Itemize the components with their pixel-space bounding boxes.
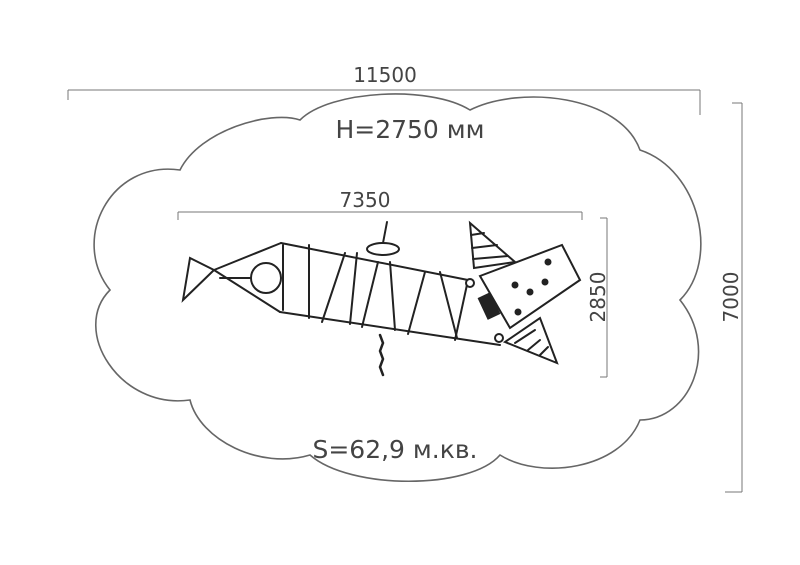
dimension-line-length xyxy=(67,89,701,115)
overall-length-label: 11500 xyxy=(353,63,417,87)
area-label: S=62,9 м.кв. xyxy=(312,435,477,464)
safety-zone-outline xyxy=(93,93,702,482)
equipment-length-label: 7350 xyxy=(340,188,391,212)
height-label: H=2750 мм xyxy=(335,115,484,144)
dimension-line-equipment-width xyxy=(600,217,608,378)
equipment-width-label: 2850 xyxy=(586,272,610,323)
overall-width-label: 7000 xyxy=(719,272,743,323)
fish-play-structure xyxy=(181,220,582,377)
dimension-line-equipment-length xyxy=(177,211,583,220)
dimension-line-width xyxy=(725,102,743,493)
